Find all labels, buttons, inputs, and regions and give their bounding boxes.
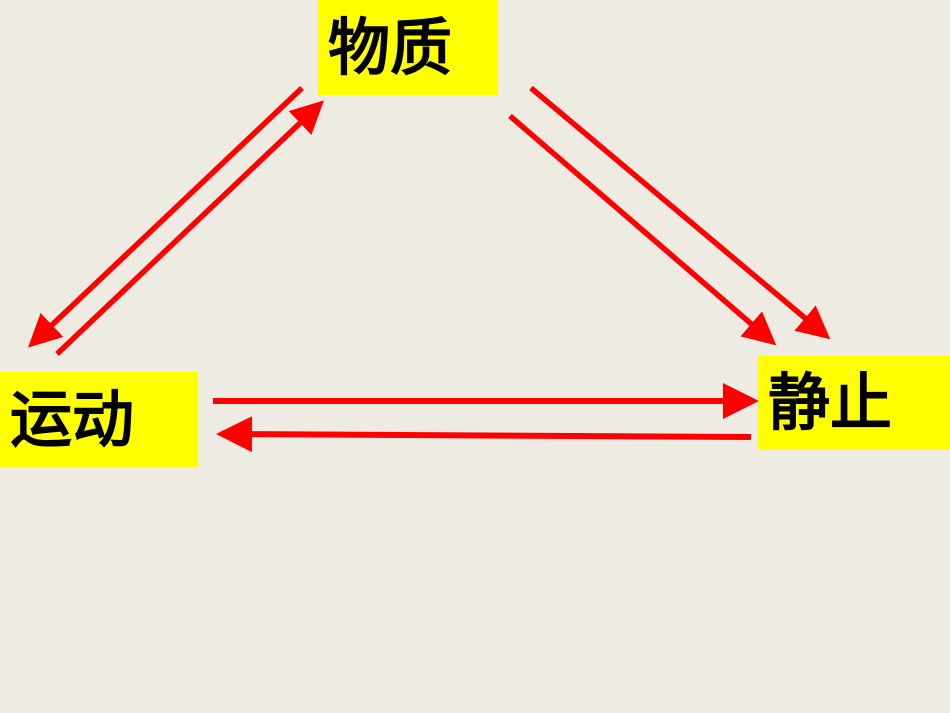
node-rest: 静止 [758,356,950,450]
arrow-matter-to-motion [28,86,304,348]
arrow-rest-to-motion [216,416,752,453]
node-matter-label: 物质 [328,10,453,84]
arrow-matter-to-rest-outer [529,85,831,340]
arrow-matter-to-rest-inner [508,113,777,346]
arrow-motion-to-matter [55,100,324,356]
node-matter: 物质 [318,0,498,95]
node-motion: 运动 [0,372,198,467]
node-rest-label: 静止 [768,366,893,439]
node-motion-label: 运动 [10,382,135,456]
